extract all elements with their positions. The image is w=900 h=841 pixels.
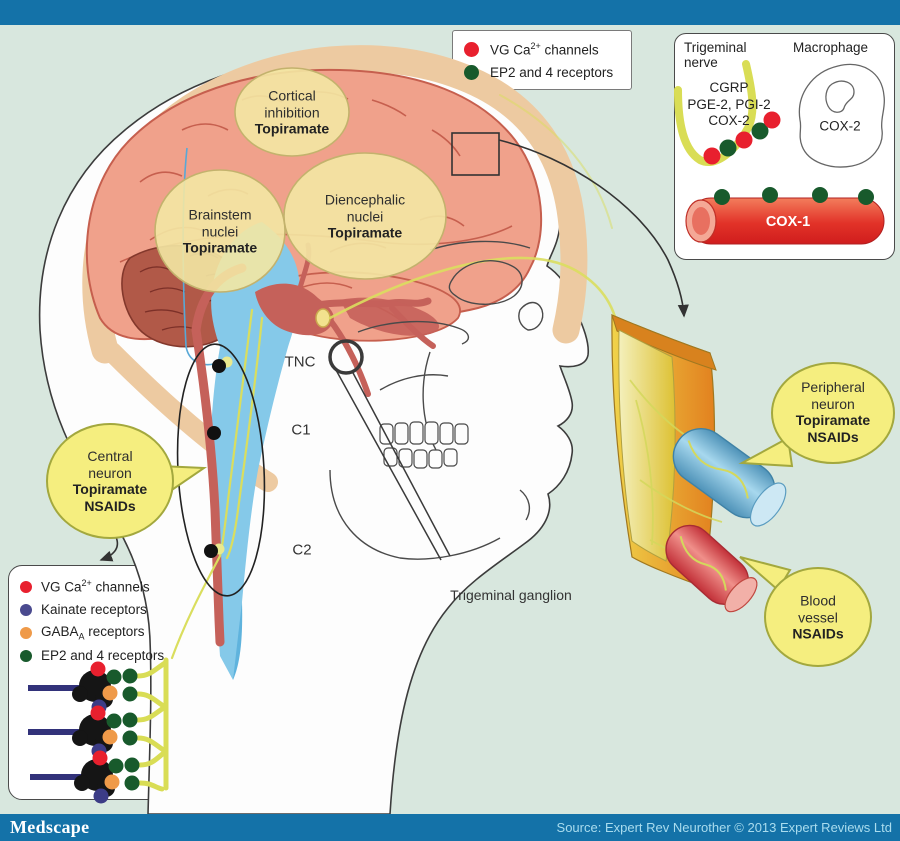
receptor-item-gaba: GABAA receptors (20, 621, 198, 644)
inset-macrophage-title: Macrophage (793, 40, 869, 55)
label-c1: C1 (291, 421, 311, 439)
arteries (191, 242, 440, 647)
synapse-dot (207, 426, 221, 440)
receptor-item-kainate: Kainate receptors (20, 598, 198, 621)
green-dot-icon (20, 649, 32, 662)
legend-item-ep: EP2 and 4 receptors (464, 61, 630, 84)
inset-mediators: CGRP PGE-2, PGI-2 COX-2 (687, 80, 771, 128)
footer-bar: Medscape Source: Expert Rev Neurother © … (0, 814, 900, 841)
legend-connector-arrow (99, 536, 119, 562)
red-vessel-tube (665, 524, 758, 613)
orange-dot-icon (20, 626, 32, 639)
cerebellum (121, 244, 246, 348)
receptor-item-ep: EP2 and 4 receptors (20, 644, 198, 667)
label-tnc: TNC (284, 353, 316, 371)
medscape-logo: Medscape (10, 817, 90, 837)
top-legend: VG Ca2+ channels EP2 and 4 receptors (452, 30, 630, 88)
trigeminal-ganglion-dot (315, 308, 331, 328)
central-neuron-region (176, 343, 266, 597)
macrophage-cox2-label: COX-2 (819, 118, 861, 134)
teeth (379, 421, 469, 469)
label-c2: C2 (292, 541, 312, 559)
synapse-dot (204, 544, 218, 558)
dura-flap (611, 314, 723, 588)
purple-dot-icon (20, 603, 32, 616)
top-bar (0, 0, 900, 25)
source-credit: Source: Expert Rev Neurother © 2013 Expe… (556, 820, 892, 835)
green-dot-icon (464, 65, 479, 80)
skull-lines (329, 240, 544, 560)
magnifier-icon (328, 339, 451, 561)
dura-band (82, 45, 588, 492)
label-trigeminal-ganglion: Trigeminal ganglion (450, 587, 572, 603)
inset-connector-arrow (498, 139, 689, 318)
red-dot-icon (464, 42, 479, 57)
vessel-cox1-label: COX-1 (765, 214, 811, 230)
receptor-item-vg-ca: VG Ca2+ channels (20, 575, 198, 598)
legend-item-vg-ca: VG Ca2+ channels (464, 38, 630, 61)
receptor-legend: VG Ca2+ channels Kainate receptors GABAA… (8, 565, 198, 667)
red-dot-icon (20, 580, 32, 593)
nerve-fibers (170, 94, 648, 660)
legend-label: VG Ca2+ channels (490, 41, 599, 58)
blue-vessel-tube (672, 428, 787, 527)
synapse-dot (212, 359, 226, 373)
zoom-square (451, 132, 500, 176)
legend-label: EP2 and 4 receptors (490, 65, 614, 80)
